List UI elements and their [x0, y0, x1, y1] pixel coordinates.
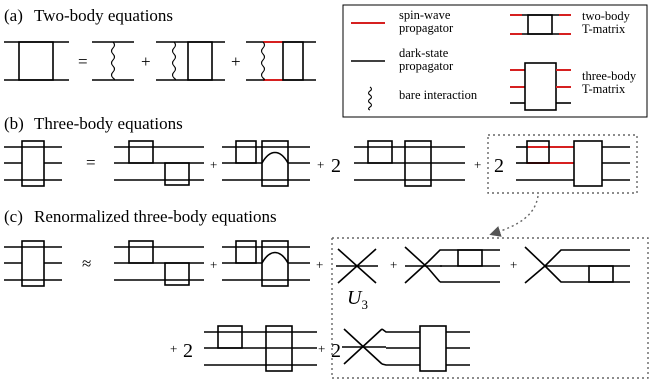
legend-three-body-2: T-matrix — [582, 82, 626, 96]
panel-a-bare-term — [92, 41, 134, 81]
legend-two-body-1: two-body — [582, 9, 631, 23]
panel-a-title: Two-body equations — [34, 6, 173, 25]
dashed-highlight-box — [487, 134, 638, 194]
factor-two: 2 — [183, 340, 193, 362]
panel-b-term3 — [354, 140, 465, 187]
legend-three-body-1: three-body — [582, 69, 637, 83]
panel-b-term2 — [222, 140, 310, 187]
approx-sign: ≈ — [82, 254, 91, 273]
panel-c-title: Renormalized three-body equations — [34, 207, 277, 226]
plus-sign: + — [210, 157, 217, 172]
panel-a-label: (a) — [4, 6, 23, 25]
legend: spin-wave propagator dark-state propagat… — [342, 4, 648, 118]
plus-sign: + — [474, 157, 481, 172]
panel-c-u3-three-body — [342, 325, 470, 372]
plus-sign: + — [510, 257, 517, 272]
panel-c-lhs-three-body — [4, 240, 62, 287]
panel-b-lhs-three-body — [4, 140, 62, 187]
legend-frame — [342, 4, 648, 118]
panel-b-title: Three-body equations — [34, 114, 183, 133]
factor-two: 2 — [331, 340, 341, 362]
equals-sign: = — [78, 52, 88, 71]
panel-a-iterated-term — [156, 41, 225, 81]
plus-sign: + — [170, 341, 177, 356]
dotted-arrow — [489, 195, 539, 237]
bare-interaction-icon — [367, 86, 373, 111]
panel-b-term1 — [114, 140, 204, 186]
plus-sign: + — [317, 157, 324, 172]
panel-b-label: (b) — [4, 114, 24, 133]
plus-sign: + — [318, 341, 325, 356]
panel-c-term-iterated — [204, 325, 317, 372]
legend-spin-wave-2: propagator — [399, 21, 454, 35]
legend-two-body-2: T-matrix — [582, 22, 626, 36]
panel-c-u3-twobody-top — [404, 246, 500, 284]
plus-sign: + — [141, 52, 151, 71]
u3-label: U3 — [347, 287, 368, 312]
panel-b-term4-spinwave — [516, 140, 630, 187]
plus-sign: + — [231, 52, 241, 71]
plus-sign: + — [210, 257, 217, 272]
legend-dark-state-2: propagator — [399, 59, 454, 73]
panel-a-lhs-tmatrix — [4, 41, 69, 81]
two-body-icon — [510, 14, 571, 35]
panel-a-spinwave-term — [246, 41, 316, 81]
factor-two: 2 — [331, 155, 341, 177]
three-body-icon — [510, 62, 571, 111]
dashed-renormalized-box — [331, 237, 649, 379]
panel-c-label: (c) — [4, 207, 23, 226]
equals-sign: = — [86, 153, 96, 172]
u3-vertex — [336, 248, 378, 284]
panel-c-u3-twobody-bottom — [524, 246, 630, 284]
legend-bare: bare interaction — [399, 88, 478, 102]
legend-spin-wave-1: spin-wave — [399, 8, 451, 22]
plus-sign: + — [316, 257, 323, 272]
panel-c-term1 — [114, 240, 204, 286]
panel-c-term2 — [222, 240, 310, 287]
legend-dark-state-1: dark-state — [399, 46, 449, 60]
factor-two: 2 — [494, 155, 504, 177]
plus-sign: + — [390, 257, 397, 272]
